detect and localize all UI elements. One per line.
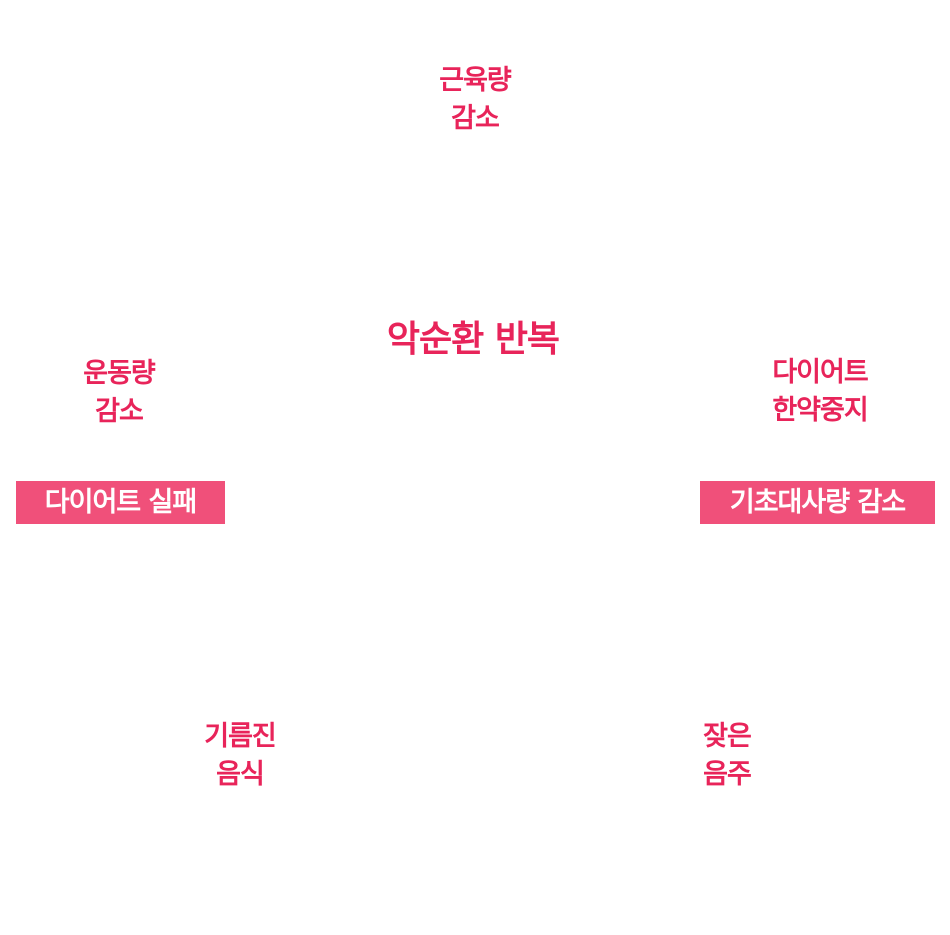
node-fatty-food-line2: 음식 <box>216 759 265 790</box>
node-muscle-decrease-line1: 근육량 <box>439 65 512 96</box>
node-diet-medicine-stop: 다이어트 한약중지 <box>745 354 895 430</box>
node-diet-medicine-stop-line1: 다이어트 <box>772 357 868 388</box>
node-exercise-decrease: 운동량 감소 <box>59 355 179 431</box>
highlight-bmr-decrease: 기초대사량 감소 <box>700 481 935 524</box>
highlight-diet-failure-label: 다이어트 실패 <box>44 487 197 518</box>
node-frequent-drinking-line2: 음주 <box>703 759 752 790</box>
node-fatty-food-line1: 기름진 <box>204 721 277 752</box>
node-frequent-drinking: 잦은 음주 <box>677 718 777 794</box>
node-fatty-food: 기름진 음식 <box>180 718 300 794</box>
node-muscle-decrease: 근육량 감소 <box>415 62 535 138</box>
node-exercise-decrease-line1: 운동량 <box>83 358 156 389</box>
node-diet-medicine-stop-line2: 한약중지 <box>772 395 868 426</box>
node-exercise-decrease-line2: 감소 <box>95 396 144 427</box>
highlight-diet-failure: 다이어트 실패 <box>16 481 225 524</box>
center-title: 악순환 반복 <box>386 319 560 360</box>
node-muscle-decrease-line2: 감소 <box>451 103 500 134</box>
highlight-bmr-decrease-label: 기초대사량 감소 <box>729 487 906 518</box>
node-frequent-drinking-line1: 잦은 <box>703 721 752 752</box>
